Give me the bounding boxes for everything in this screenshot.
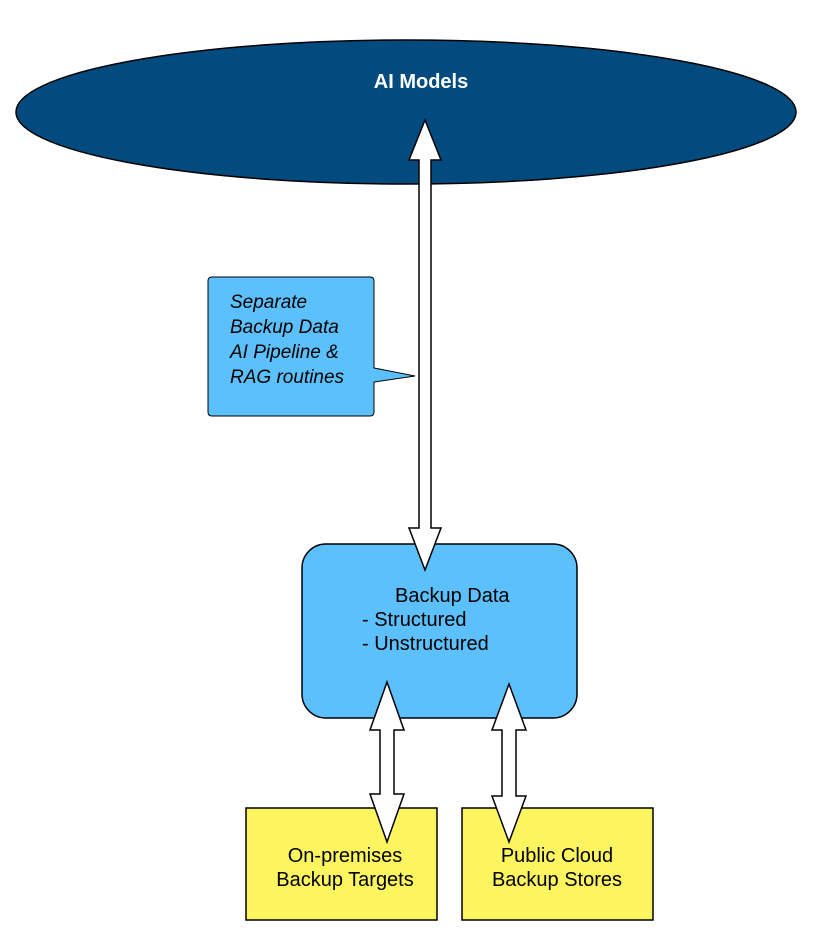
callout-line-2: Backup Data bbox=[230, 317, 339, 338]
arrow-ai-models-backup-data bbox=[407, 117, 443, 573]
backup-data-title: Backup Data bbox=[395, 585, 510, 607]
callout-line-4: RAG routines bbox=[230, 367, 345, 388]
backup-data-item-unstructured: - Unstructured bbox=[362, 633, 489, 655]
on-premises-box bbox=[245, 807, 438, 921]
backup-data-node: Backup Data - Structured - Unstructured bbox=[301, 543, 578, 719]
arrow-backup-data-on-premises bbox=[368, 679, 406, 845]
on-premises-node: On-premises Backup Targets bbox=[245, 807, 438, 921]
public-cloud-node: Public Cloud Backup Stores bbox=[461, 807, 654, 921]
callout-line-1: Separate bbox=[230, 292, 307, 313]
ai-models-label: AI Models bbox=[374, 71, 468, 93]
callout-line-3: AI Pipeline & bbox=[229, 342, 339, 363]
backup-data-box bbox=[301, 543, 578, 719]
on-premises-line-2: Backup Targets bbox=[276, 869, 414, 891]
arrow-backup-data-public-cloud bbox=[490, 681, 528, 845]
backup-data-item-structured: - Structured bbox=[362, 609, 466, 631]
ai-models-node: AI Models bbox=[15, 39, 797, 185]
callout-bubble bbox=[207, 276, 416, 417]
pipeline-callout: Separate Backup Data AI Pipeline & RAG r… bbox=[207, 276, 416, 417]
public-cloud-line-1: Public Cloud bbox=[501, 845, 613, 867]
public-cloud-box bbox=[461, 807, 654, 921]
on-premises-line-1: On-premises bbox=[288, 845, 402, 867]
ai-models-ellipse bbox=[15, 39, 797, 185]
public-cloud-line-2: Backup Stores bbox=[492, 869, 622, 891]
